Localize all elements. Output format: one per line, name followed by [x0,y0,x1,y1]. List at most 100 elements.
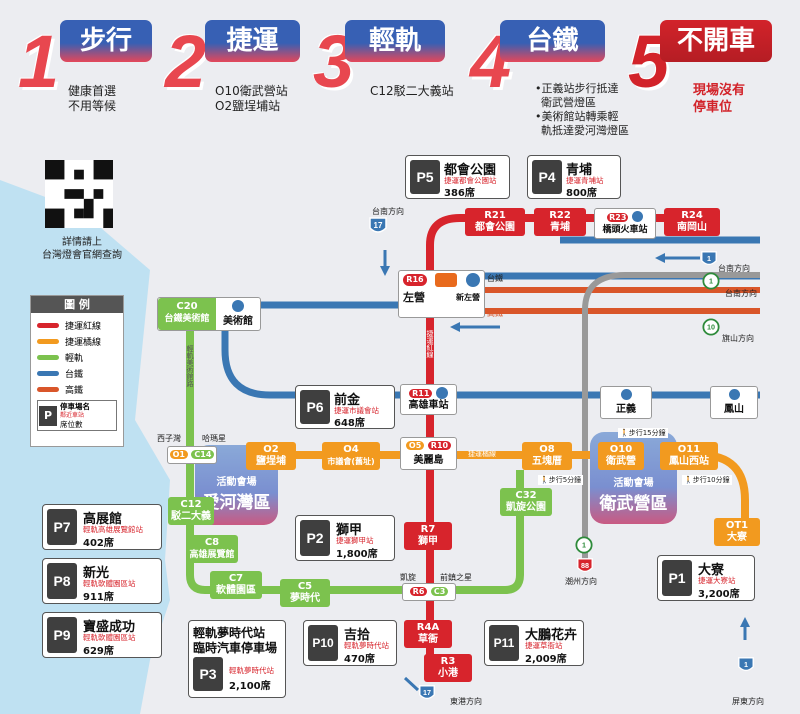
option-5-sub-line: 現場沒有 [693,83,746,98]
parking-icon: P4 [532,160,562,194]
legend-sample-text: 停車場名 鄰近車站 席位數 [60,402,90,429]
station-c20[interactable]: C20 台鐵美術館 美術館 [157,297,261,331]
qr-code[interactable] [45,160,113,228]
highway-number: 17 [423,688,431,697]
station-code: R22 [549,210,571,221]
station-code: O5 [405,441,425,450]
parking-name: 大鵬花卉 [525,628,578,643]
parking-p3[interactable]: 輕軌夢時代站 臨時汽車停車場 P3 輕軌夢時代站 2,100席 [188,620,286,698]
station-c32[interactable]: C32 凱旋公園 [500,488,552,516]
station-code: C8 [204,537,220,548]
direction-tainan-right-1: 台南方向 [718,264,750,273]
parking-count: 629席 [83,646,114,657]
station-o5[interactable]: O5 R10 美麗島 [400,437,457,470]
legend-swatch [37,338,59,344]
legend-label: 台鐵 [65,369,84,380]
parking-p2[interactable]: P2 獅甲 捷運獅甲站 1,800席 [295,515,395,561]
tra-icon [232,300,244,312]
station-o4[interactable]: O4 市議會(舊址) [322,442,380,470]
station-c20-block: C20 台鐵美術館 [158,298,216,330]
highway-17-shield-a: 17 [369,217,387,233]
parking-p8[interactable]: P8 新光 輕軌軟體園區站 911席 [42,558,162,604]
station-ot1[interactable]: OT1 大寮 [714,518,760,546]
parking-p4[interactable]: P4 青埔 捷運青埔站 800席 [527,155,621,199]
station-r4a[interactable]: R4A 草衙 [404,620,452,648]
station-r7[interactable]: R7 獅甲 [404,522,452,550]
station-c12[interactable]: C12 駁二大義 [168,497,214,525]
station-r11[interactable]: R11 高雄車站 [400,384,457,415]
parking-p11[interactable]: P11 大鵬花卉 捷運草衙站 2,009席 [484,620,584,666]
arrow-left-2-head [450,322,460,332]
station-r6[interactable]: R6 C3 [402,583,456,601]
option-3-title: 輕軌 [345,20,445,62]
zone-weiwu-name: 衛武營區 [599,494,668,514]
legend-item: 輕軌 [37,349,117,365]
parking-icon: P2 [300,520,330,556]
station-code: O1 [169,450,188,459]
light-rail-note: 輕軌美術館路 [186,345,194,387]
station-c20-tra: 美術館 [218,300,258,328]
option-2-sub-line: O2鹽埕埔站 [215,99,281,113]
station-name: 青埔 [550,222,570,233]
station-fengshan[interactable]: 鳳山 [710,386,758,419]
station-o8[interactable]: O8 五塊厝 [522,442,572,470]
station-r22[interactable]: R22 青埔 [534,208,586,236]
parking-p1[interactable]: P1 大寮 捷運大寮站 3,200席 [657,555,755,601]
parking-count: 3,200席 [698,589,740,600]
highway-88-shield: 88 [577,558,593,573]
station-code: C7 [228,573,244,584]
station-o1-left-label: 西子灣 [157,434,181,443]
station-r16[interactable]: R16 左營 新左營 [398,270,485,318]
parking-name: 前金 [334,393,361,408]
station-o1[interactable]: O1 C14 [167,446,217,464]
station-c7[interactable]: C7 軟體園區 [210,571,262,599]
station-code: C5 [297,581,313,592]
station-name: 五塊厝 [532,456,562,467]
parking-icon: P3 [193,657,223,691]
mrt-red-line [426,214,720,660]
station-r3[interactable]: R3 小港 [424,654,472,682]
walk-note-o10: 🚶步行15分鐘 [618,428,668,438]
parking-count: 800席 [566,188,597,199]
walk-note-text: 步行5分鐘 [548,476,582,484]
red-line-note: 捷運紅線 [426,330,434,358]
tra-icon [435,387,448,399]
parking-id: P6 [306,399,324,415]
station-r24[interactable]: R24 南岡山 [664,208,720,236]
legend-sample-count: 席位數 [60,420,83,429]
parking-p5[interactable]: P5 都會公園 捷運都會公園站 386席 [405,155,510,199]
parking-icon: P5 [410,160,440,194]
legend-swatch [37,370,59,376]
legend-swatch [37,354,59,360]
station-c5[interactable]: C5 夢時代 [280,579,330,607]
option-2-sub: O10衛武營站 O2鹽埕埔站 [215,84,288,114]
station-o2[interactable]: O2 鹽埕埔 [246,442,296,470]
station-code: OT1 [725,520,749,531]
station-code: O10 [609,444,633,455]
highway-1-shield-c: 1 [575,536,593,554]
parking-name: 寶盛成功 [83,620,136,635]
station-name: 凱旋公園 [506,502,546,513]
station-code: O4 [343,444,359,455]
walk-note-o11: 🚶步行10分鐘 [682,475,732,485]
option-1-number: 1 [18,20,60,103]
station-code-2: C14 [191,450,215,459]
parking-sub: 輕軌軟體園區站 [83,633,136,642]
legend-label: 捷運紅線 [65,321,102,332]
station-r21[interactable]: R21 都會公園 [465,208,525,236]
parking-sub: 捷運青埔站 [566,176,604,185]
parking-name: 吉拾 [344,628,371,643]
station-o11[interactable]: O11 鳳山西站 [660,442,718,470]
parking-p9[interactable]: P9 寶盛成功 輕軌軟體園區站 629席 [42,612,162,658]
parking-p6[interactable]: P6 前金 捷運市議會站 648席 [295,385,395,429]
parking-p7[interactable]: P7 高展館 輕軌高雄展覽館站 402席 [42,504,162,550]
legend-item: 捷運橘線 [37,333,117,349]
parking-sub: 捷運大寮站 [698,576,736,585]
station-o10[interactable]: O10 衛武營 [598,442,644,470]
station-r23[interactable]: R23 橋頭火車站 [594,208,656,239]
station-c8[interactable]: C8 高雄展覽館 [186,535,238,563]
tra-icon [631,211,643,222]
parking-p10[interactable]: P10 吉拾 輕軌夢時代站 470席 [303,620,397,666]
station-zhengyi[interactable]: 正義 [600,386,652,419]
legend-label: 高鐵 [65,385,84,396]
